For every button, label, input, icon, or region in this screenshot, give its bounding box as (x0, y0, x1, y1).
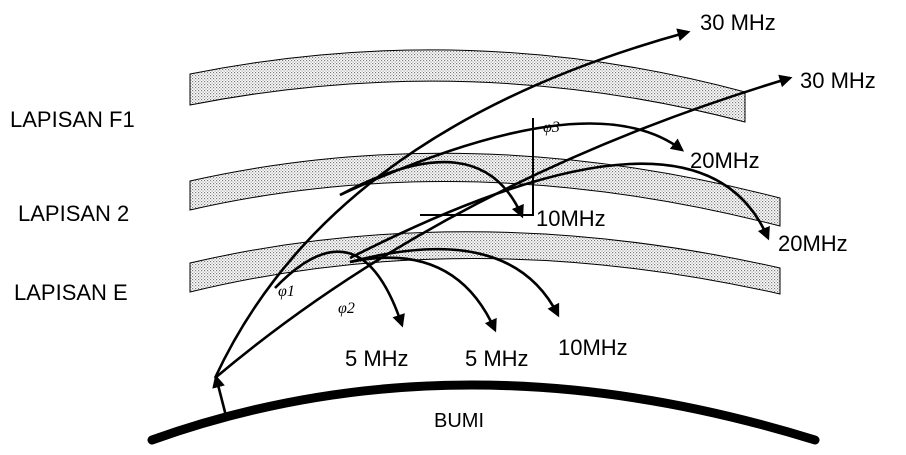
ray-10mhz-mid (339, 160, 524, 219)
ray-10mhz-low (349, 247, 560, 318)
layer-f1-band (189, 49, 746, 123)
layer-e-band (189, 231, 781, 295)
layer-2-label: LAPISAN 2 (18, 201, 129, 226)
ray-30mhz-top (213, 28, 691, 379)
freq-30mhz-right-label: 30 MHz (800, 68, 876, 93)
freq-30mhz-top-label: 30 MHz (700, 10, 776, 35)
freq-10mhz-low-label: 10MHz (558, 335, 628, 360)
layer-f1-label: LAPISAN F1 (10, 107, 135, 132)
freq-20mhz-right-label: 20MHz (778, 231, 848, 256)
freq-5mhz-left-label: 5 MHz (345, 346, 409, 371)
angle-phi3-baseline (420, 198, 534, 216)
angle-phi2-label: φ2 (338, 300, 355, 317)
earth-surface (147, 380, 820, 445)
earth-label: BUMI (434, 410, 484, 432)
ray-30mhz-right (214, 74, 793, 379)
ray-5mhz-left (274, 250, 405, 328)
freq-20mhz-upper-label: 20MHz (690, 148, 760, 173)
angle-phi1-label: φ1 (278, 283, 295, 300)
freq-10mhz-mid-label: 10MHz (536, 206, 606, 231)
ray-5mhz-mid (349, 256, 497, 333)
layer-2-band (189, 152, 781, 227)
angle-phi3-label: φ3 (543, 119, 560, 136)
layer-e-label: LAPISAN E (14, 280, 128, 305)
freq-5mhz-mid-label: 5 MHz (465, 346, 529, 371)
transmitter-arrow (212, 374, 228, 417)
